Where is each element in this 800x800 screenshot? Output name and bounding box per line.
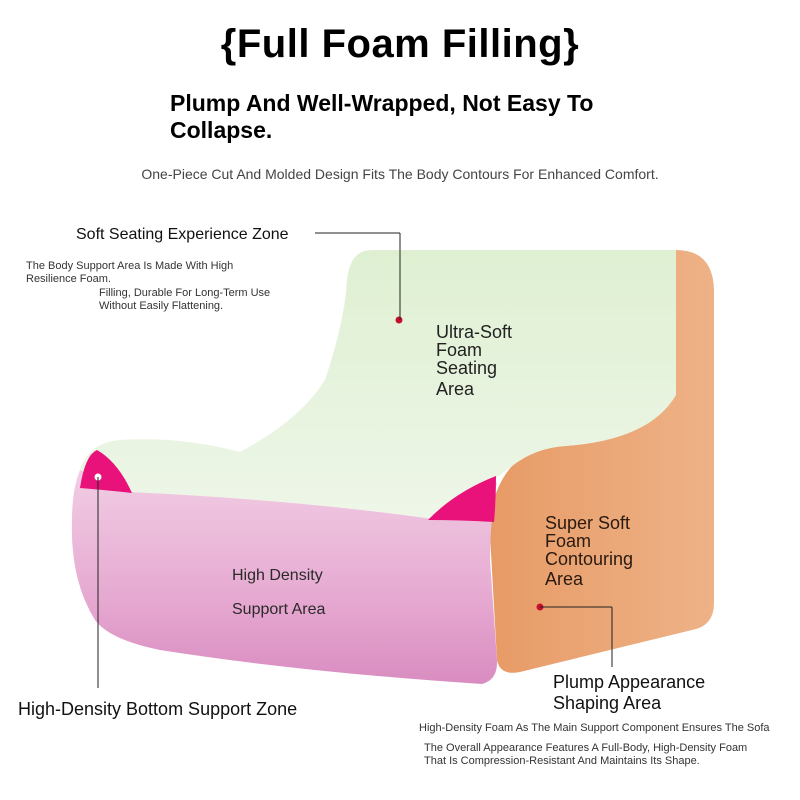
plump-desc-1: High-Density Foam As The Main Support Co… bbox=[419, 722, 770, 734]
super-soft-area-label: Super Soft Foam Contouring Area bbox=[545, 514, 633, 588]
page-tagline: One-Piece Cut And Molded Design Fits The… bbox=[141, 166, 659, 182]
high-density-line-1: High Density bbox=[232, 567, 323, 584]
super-soft-line-3: Contouring bbox=[545, 549, 634, 569]
ultra-soft-line-1: Ultra-Soft bbox=[436, 322, 513, 342]
soft-seating-desc-4: Without Easily Flattening. bbox=[99, 300, 224, 312]
base-pink bbox=[71, 470, 498, 684]
soft-seating-desc-2: Resilience Foam. bbox=[26, 273, 111, 285]
ultra-soft-line-4: Area bbox=[436, 379, 475, 399]
plump-desc-3: That Is Compression-Resistant And Mainta… bbox=[424, 755, 700, 767]
page-subtitle: Plump And Well-Wrapped, Not Easy To Coll… bbox=[170, 90, 594, 143]
seat-backrest-green bbox=[80, 250, 676, 520]
bottom-support-zone-title: High-Density Bottom Support Zone bbox=[18, 699, 298, 719]
side-panel-orange bbox=[489, 250, 714, 673]
plump-appearance-title: Plump Appearance Shaping Area bbox=[553, 672, 705, 714]
high-density-line-2: Support Area bbox=[232, 601, 326, 618]
ultra-soft-area-label: Ultra-Soft Foam Seating Area bbox=[436, 323, 512, 398]
ultra-soft-line-2: Foam bbox=[436, 340, 483, 360]
accent-right-magenta bbox=[428, 476, 496, 522]
page-title: {Full Foam Filling} bbox=[220, 22, 580, 66]
soft-seating-desc-1: The Body Support Area Is Made With High bbox=[26, 260, 234, 272]
plump-title-line-2: Shaping Area bbox=[553, 693, 662, 713]
marker-soft-seat bbox=[395, 316, 403, 324]
plump-desc-2: The Overall Appearance Features A Full-B… bbox=[424, 742, 748, 754]
soft-seating-zone-title: Soft Seating Experience Zone bbox=[76, 226, 289, 243]
accent-left-magenta bbox=[80, 450, 132, 493]
plump-title-line-1: Plump Appearance bbox=[553, 672, 706, 692]
soft-seating-desc-3: Filling, Durable For Long-Term Use bbox=[99, 287, 271, 299]
ultra-soft-line-3: Seating bbox=[436, 358, 498, 378]
super-soft-line-4: Area bbox=[545, 569, 584, 589]
super-soft-line-2: Foam bbox=[545, 531, 592, 551]
super-soft-line-1: Super Soft bbox=[545, 513, 631, 533]
